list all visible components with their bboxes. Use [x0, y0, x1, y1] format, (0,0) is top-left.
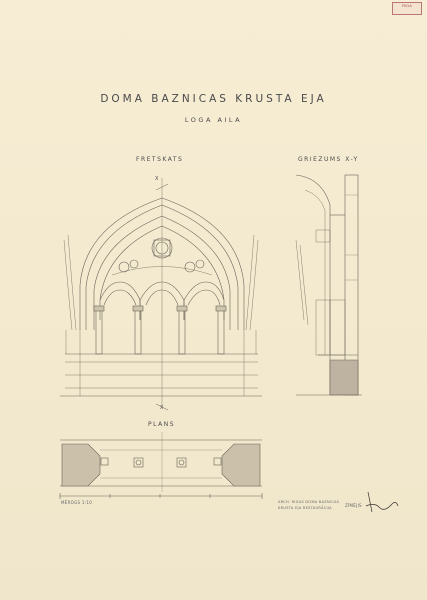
- section-label: GRIEZUMS X-Y: [298, 156, 359, 163]
- archive-stamp-text: RIGA: [402, 3, 412, 8]
- credit-line-1: ARCH. RIGAS DOMA BAZNICAS: [278, 500, 340, 504]
- section-marker-top: X: [155, 176, 160, 182]
- elevation-view: [60, 178, 262, 411]
- drawn-by-label: ZĪMĒJIS: [345, 503, 362, 508]
- archive-stamp: RIGA: [392, 2, 422, 15]
- plan-view: [60, 432, 262, 492]
- section-marker-bottom: X: [160, 405, 165, 411]
- elevation-label: FRETSKATS: [136, 156, 184, 163]
- sheet-subtitle: LOGA AILA: [184, 116, 243, 124]
- sheet-title: DOMA BAZNICAS KRUSTA EJA: [100, 93, 327, 105]
- signature: [365, 491, 399, 513]
- scale-label: MĒROGS 1:10: [61, 500, 93, 505]
- scale-bar: [59, 493, 263, 499]
- plan-label: PLANS: [148, 421, 175, 428]
- credit-line-2: KRUSTA EJA RESTAURĀCIJA: [278, 506, 332, 510]
- section-view: [295, 174, 362, 396]
